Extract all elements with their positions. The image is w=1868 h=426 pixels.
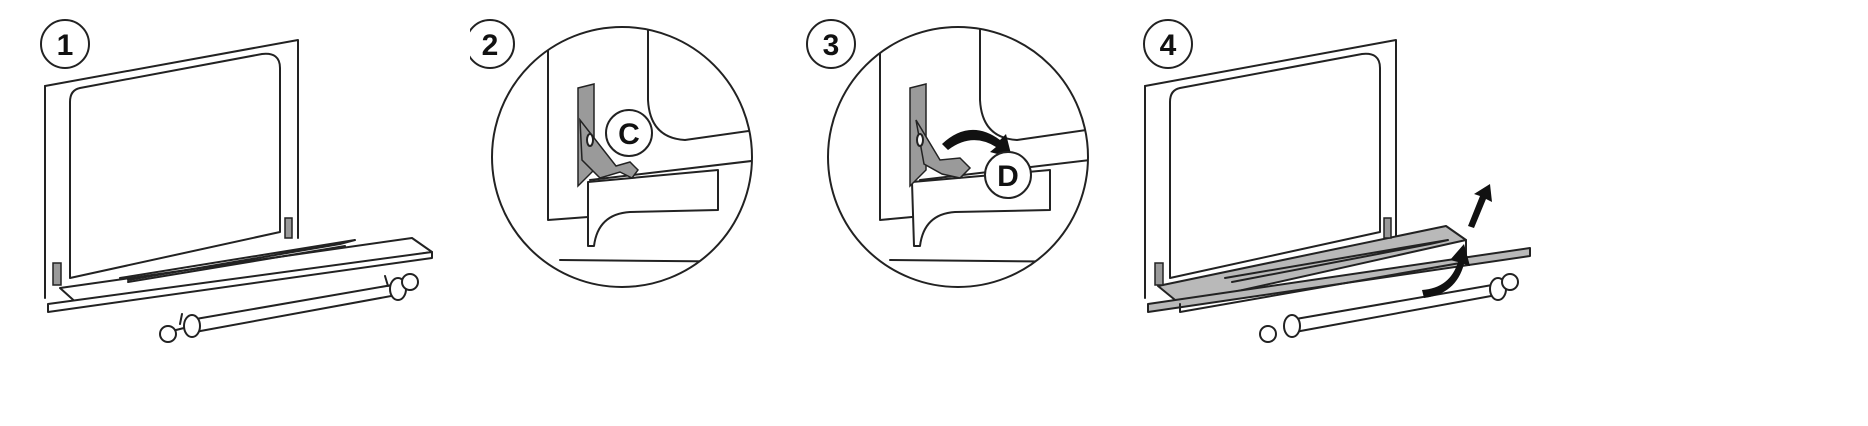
callout-c: C: [605, 109, 653, 157]
step-3-panel: 3 D: [800, 0, 1130, 426]
oven-window: [69, 52, 281, 279]
step-4-number: 4: [1160, 29, 1177, 62]
step-3-illustration: 3 D: [806, 19, 1089, 288]
callout-d-label: D: [997, 160, 1019, 193]
step-2-number: 2: [482, 29, 499, 62]
door-handle: [159, 273, 419, 343]
hinge-right: [1383, 217, 1392, 239]
hinge-right: [284, 217, 293, 239]
callout-c-label: C: [618, 118, 640, 151]
door-handle: [1259, 273, 1519, 343]
oven-frame: [44, 39, 299, 239]
step-1-badge: 1: [40, 19, 90, 69]
hinge-detail-d: [879, 27, 1088, 287]
step-1-number: 1: [57, 29, 74, 62]
step-4-badge: 4: [1143, 19, 1193, 69]
up-arrow-icon: [1468, 184, 1492, 228]
step-1-illustration: 1: [40, 19, 433, 343]
curved-arrow-icon: [1422, 244, 1470, 298]
hinge-left: [1154, 262, 1164, 286]
step-2-illustration: 2 C: [470, 19, 753, 288]
curved-arrow-icon: [942, 129, 1012, 158]
step-4-panel: 4: [1130, 0, 1868, 426]
hinge-left: [52, 262, 62, 286]
callout-d: D: [984, 151, 1032, 199]
step-4-illustration: 4: [1143, 19, 1531, 343]
hinge-detail-c: [547, 27, 752, 287]
detail-magnifier-d: [827, 26, 1089, 288]
detail-magnifier-c: [491, 26, 753, 288]
oven-window: [1169, 52, 1381, 279]
step-3-badge: 3: [806, 19, 856, 69]
step-2-panel: 2 C: [470, 0, 800, 426]
oven-frame: [1144, 39, 1397, 239]
step-1-panel: 1: [0, 0, 470, 426]
step-3-number: 3: [823, 29, 840, 62]
step-2-badge: 2: [470, 19, 515, 69]
oven-door-edge: [47, 251, 433, 313]
